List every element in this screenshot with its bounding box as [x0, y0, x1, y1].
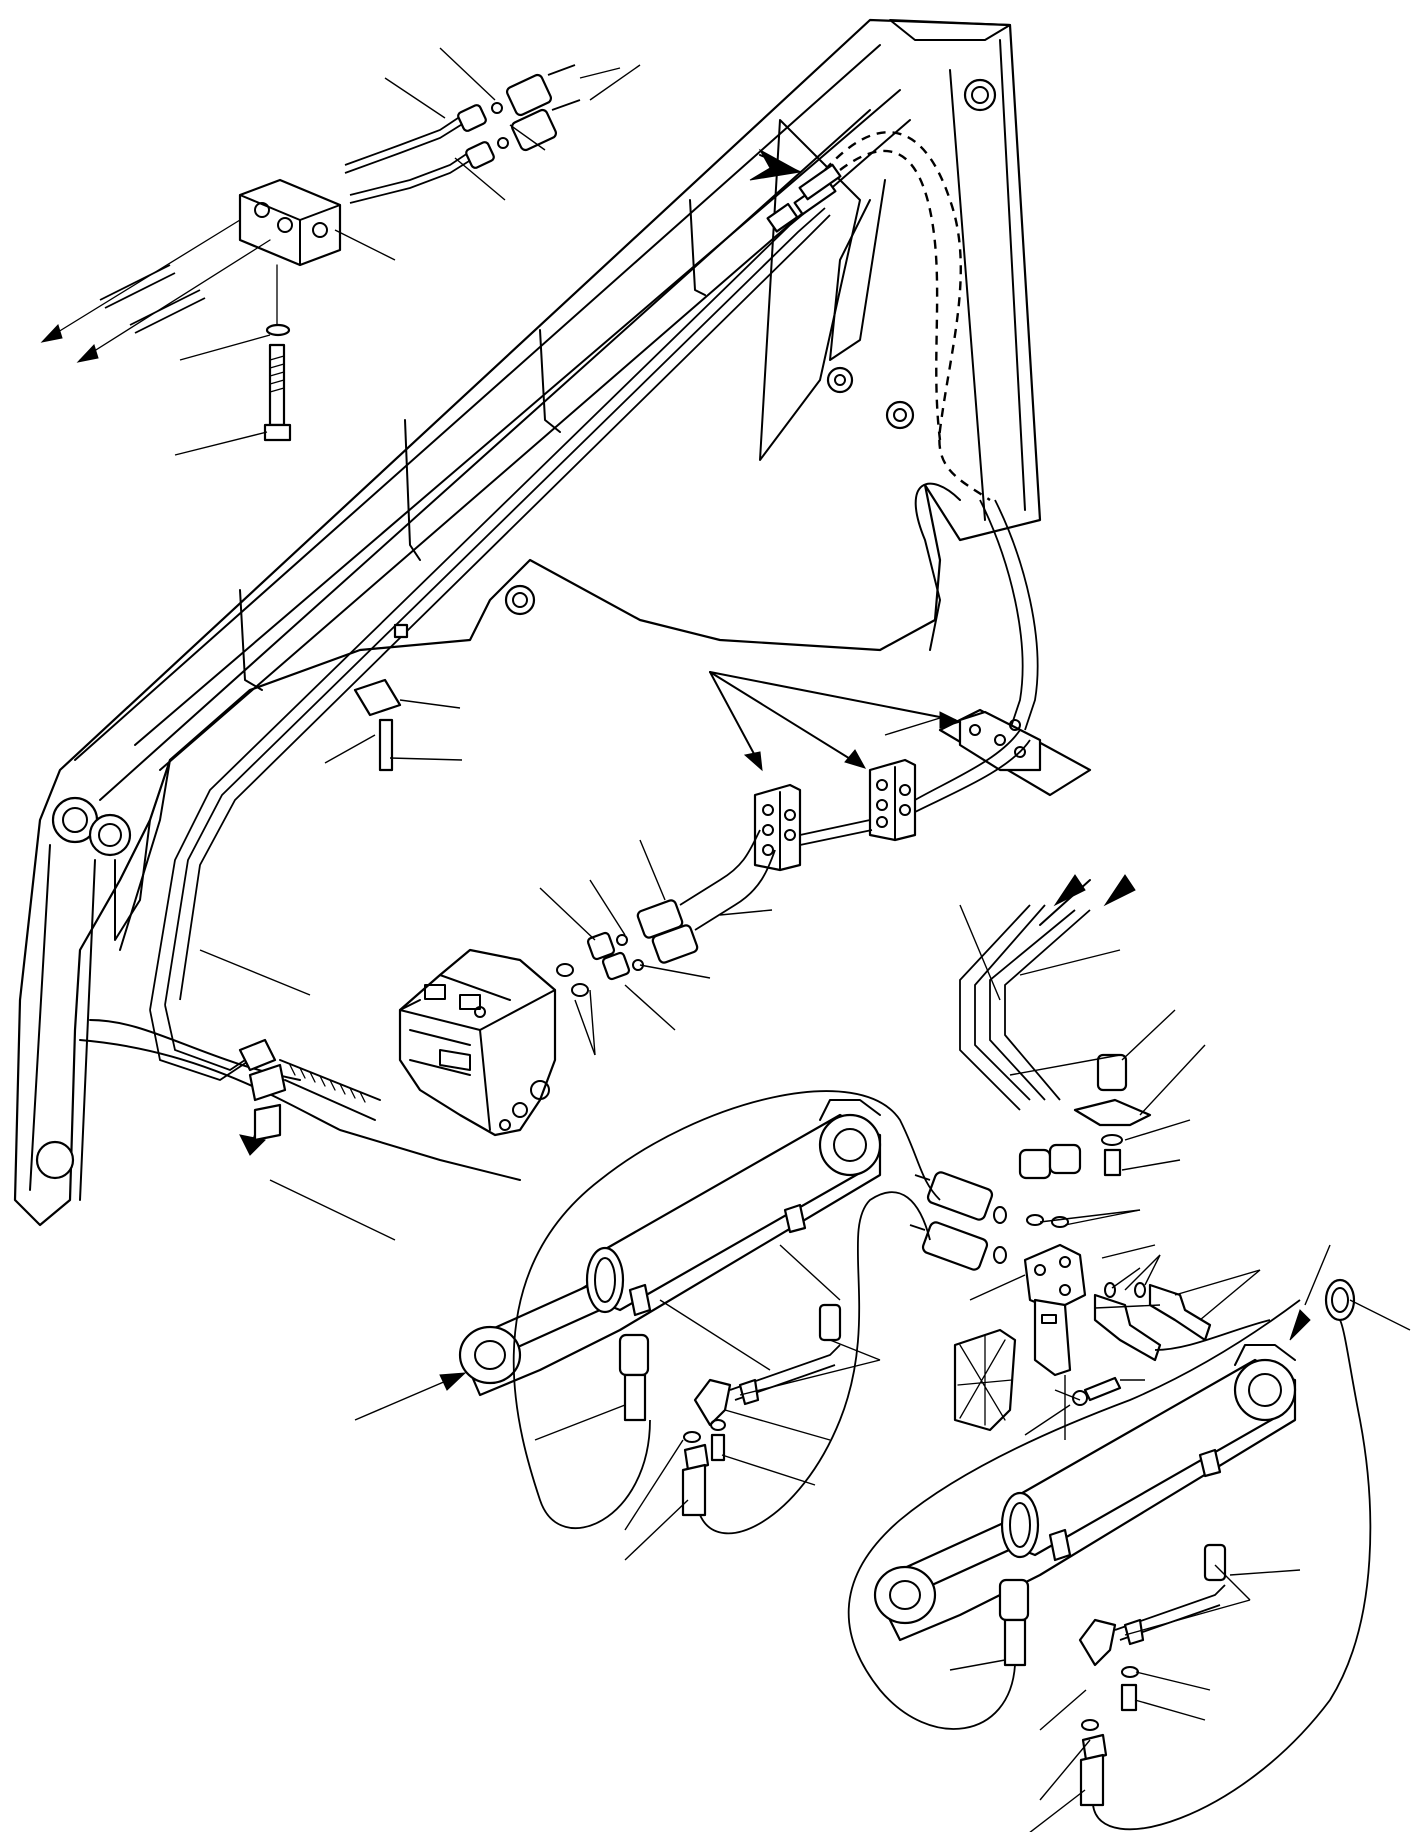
control-valve	[199, 829, 776, 1137]
hydraulic-cylinder-left	[354, 1090, 941, 1561]
hydraulic-tee-fitting	[909, 874, 1261, 1440]
tube-clamp-block	[238, 178, 342, 267]
hydraulic-cylinder-right	[847, 1244, 1411, 1837]
hydraulic-tubes	[149, 131, 1039, 1081]
loader-arm-frame	[13, 18, 1042, 1227]
arm-lower-fitting	[238, 1038, 396, 1241]
top-hose-assembly	[40, 47, 641, 456]
arm-bracket-parts	[324, 623, 463, 772]
mid-clamp-blocks	[709, 671, 1092, 872]
